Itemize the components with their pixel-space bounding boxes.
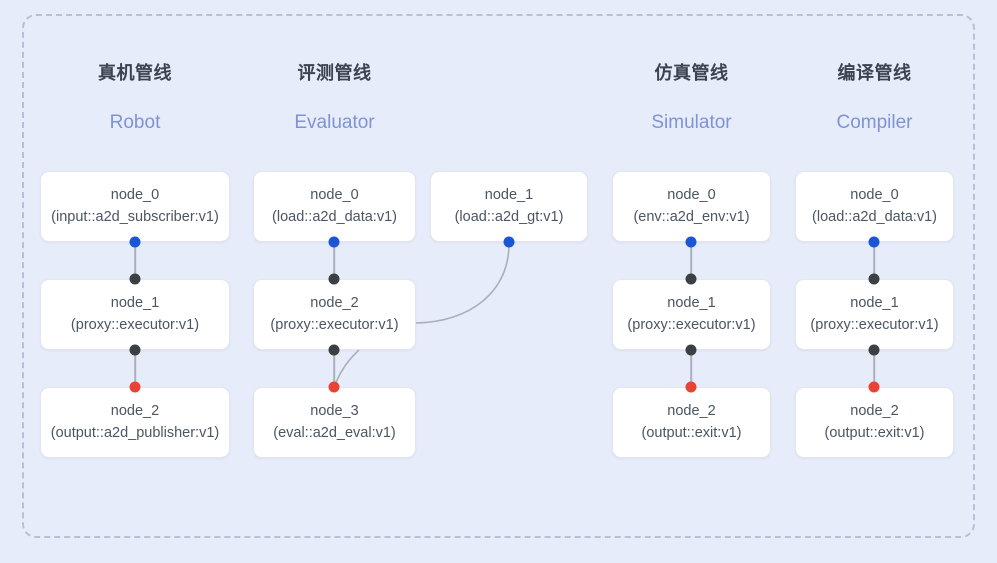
node-id-label: node_1 xyxy=(667,295,716,312)
node-card-simulator-2[interactable]: node_2 (output::exit:v1) xyxy=(612,387,771,458)
port-output-evaluator-0[interactable] xyxy=(328,236,340,248)
port-output-evaluator-2[interactable] xyxy=(328,344,340,356)
port-input-simulator-1[interactable] xyxy=(685,273,697,285)
port-input-robot-1[interactable] xyxy=(129,273,141,285)
port-input-simulator-2[interactable] xyxy=(685,381,697,393)
node-card-compiler-0[interactable]: node_0 (load::a2d_data:v1) xyxy=(795,171,954,242)
column-title-en-simulator: Simulator xyxy=(651,112,732,133)
port-input-evaluator-3[interactable] xyxy=(328,381,340,393)
node-card-compiler-1[interactable]: node_1 (proxy::executor:v1) xyxy=(795,279,954,350)
column-title-en-evaluator: Evaluator xyxy=(294,112,375,133)
node-id-label: node_0 xyxy=(850,187,899,204)
column-title-cn-evaluator: 评测管线 xyxy=(297,63,372,83)
node-id-label: node_1 xyxy=(484,187,534,204)
node-card-evaluator-0[interactable]: node_0 (load::a2d_data:v1) xyxy=(253,171,416,242)
edge-evaluator-0-to-2 xyxy=(333,242,335,279)
port-output-robot-0[interactable] xyxy=(129,236,141,248)
node-card-robot-0[interactable]: node_0 (input::a2d_subscriber:v1) xyxy=(40,171,230,242)
column-title-en-robot: Robot xyxy=(109,112,161,133)
edge-evaluator-2-to-3 xyxy=(333,350,335,387)
port-input-robot-2[interactable] xyxy=(129,381,141,393)
node-card-evaluator-2[interactable]: node_2 (proxy::executor:v1) xyxy=(253,279,416,350)
node-type-label: (eval::a2d_eval:v1) xyxy=(273,424,396,441)
node-type-label: (load::a2d_data:v1) xyxy=(812,208,937,225)
edge-compiler-0-to-1 xyxy=(873,242,875,279)
node-id-label: node_3 xyxy=(310,403,359,420)
node-type-label: (load::a2d_data:v1) xyxy=(272,208,397,225)
column-header-robot: 真机管线 Robot xyxy=(40,64,230,132)
node-id-label: node_0 xyxy=(310,187,359,204)
edge-compiler-1-to-2 xyxy=(873,350,875,387)
node-card-robot-1[interactable]: node_1 (proxy::executor:v1) xyxy=(40,279,230,350)
node-id-label: node_2 xyxy=(667,403,716,420)
column-title-cn-simulator: 仿真管线 xyxy=(654,63,729,83)
column-title-cn-robot: 真机管线 xyxy=(98,63,172,83)
edge-eval-node1-to-node2 xyxy=(415,243,510,324)
column-title-en-compiler: Compiler xyxy=(836,112,913,133)
node-id-label: node_2 xyxy=(110,403,160,420)
node-id-label: node_2 xyxy=(310,295,359,312)
pipeline-group-frame xyxy=(22,14,975,538)
column-header-simulator: 仿真管线 Simulator xyxy=(612,64,771,132)
node-id-label: node_0 xyxy=(667,187,716,204)
port-input-compiler-2[interactable] xyxy=(868,381,880,393)
node-type-label: (output::a2d_publisher:v1) xyxy=(50,424,220,441)
edge-simulator-0-to-1 xyxy=(690,242,692,279)
port-input-evaluator-2[interactable] xyxy=(328,273,340,285)
column-title-cn-compiler: 编译管线 xyxy=(837,63,912,83)
edge-robot-1-to-2 xyxy=(134,350,136,387)
port-output-simulator-1[interactable] xyxy=(685,344,697,356)
port-input-compiler-1[interactable] xyxy=(868,273,880,285)
edge-simulator-1-to-2 xyxy=(690,350,692,387)
column-header-compiler: 编译管线 Compiler xyxy=(795,64,954,132)
port-output-robot-1[interactable] xyxy=(129,344,141,356)
port-output-evaluator-1[interactable] xyxy=(503,236,515,248)
port-output-compiler-1[interactable] xyxy=(868,344,880,356)
node-type-label: (proxy::executor:v1) xyxy=(627,316,756,333)
node-type-label: (output::exit:v1) xyxy=(824,424,925,441)
node-id-label: node_1 xyxy=(110,295,160,312)
node-card-evaluator-3[interactable]: node_3 (eval::a2d_eval:v1) xyxy=(253,387,416,458)
node-type-label: (input::a2d_subscriber:v1) xyxy=(51,208,219,225)
node-type-label: (output::exit:v1) xyxy=(641,424,742,441)
node-type-label: (proxy::executor:v1) xyxy=(810,316,939,333)
node-type-label: (proxy::executor:v1) xyxy=(270,316,399,333)
node-id-label: node_1 xyxy=(850,295,899,312)
node-type-label: (env::a2d_env:v1) xyxy=(633,208,750,225)
node-card-compiler-2[interactable]: node_2 (output::exit:v1) xyxy=(795,387,954,458)
edge-robot-0-to-1 xyxy=(134,242,136,279)
edge-eval-node2-to-node3 xyxy=(334,349,360,386)
column-header-evaluator: 评测管线 Evaluator xyxy=(253,64,416,132)
port-output-simulator-0[interactable] xyxy=(685,236,697,248)
node-card-simulator-1[interactable]: node_1 (proxy::executor:v1) xyxy=(612,279,771,350)
node-card-robot-2[interactable]: node_2 (output::a2d_publisher:v1) xyxy=(40,387,230,458)
node-type-label: (load::a2d_gt:v1) xyxy=(454,208,564,225)
port-output-compiler-0[interactable] xyxy=(868,236,880,248)
node-id-label: node_2 xyxy=(850,403,899,420)
node-card-evaluator-1[interactable]: node_1 (load::a2d_gt:v1) xyxy=(430,171,588,242)
node-id-label: node_0 xyxy=(110,187,160,204)
node-type-label: (proxy::executor:v1) xyxy=(70,316,200,333)
node-card-simulator-0[interactable]: node_0 (env::a2d_env:v1) xyxy=(612,171,771,242)
